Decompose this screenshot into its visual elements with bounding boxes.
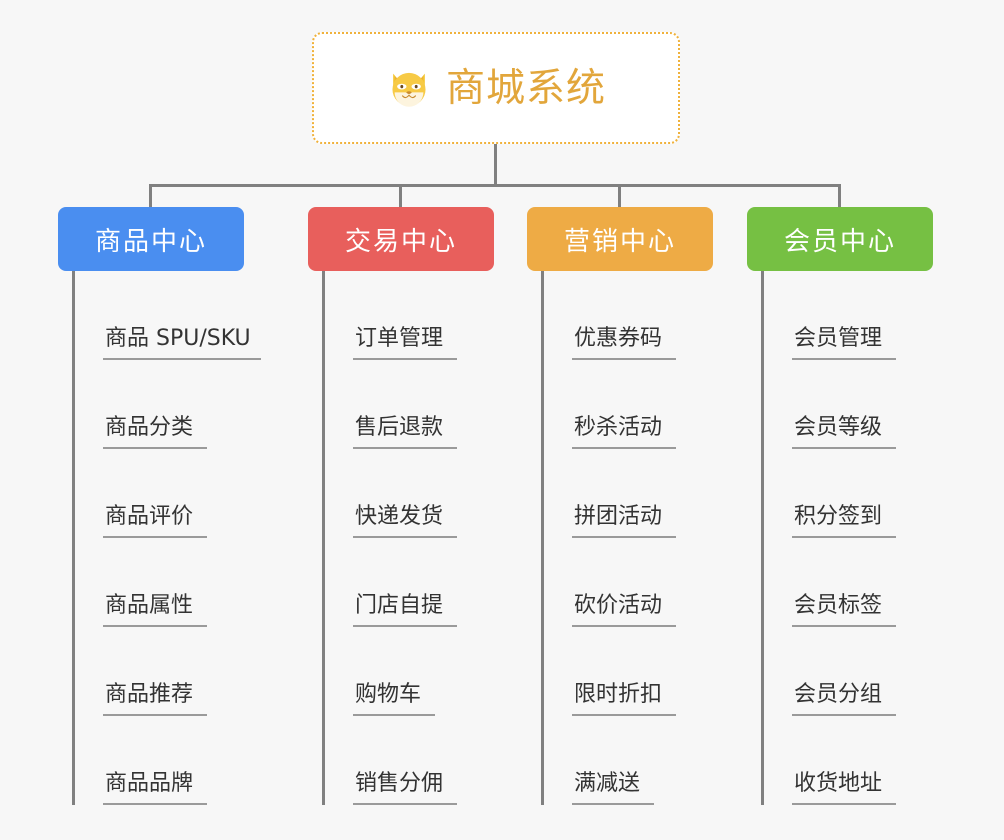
leaf-label: 商品 SPU/SKU xyxy=(103,325,261,360)
leaf-label: 积分签到 xyxy=(792,503,897,538)
leaf-label: 砍价活动 xyxy=(572,592,677,627)
connector-drop-1 xyxy=(149,184,152,209)
leaf-item[interactable]: 购物车 xyxy=(325,627,494,716)
connector-drop-2 xyxy=(399,184,402,209)
leaf-item[interactable]: 商品推荐 xyxy=(75,627,244,716)
leaf-label: 会员等级 xyxy=(792,414,897,449)
leaf-label: 会员分组 xyxy=(792,681,897,716)
leaf-label: 商品分类 xyxy=(103,414,208,449)
leaf-item[interactable]: 砍价活动 xyxy=(544,538,713,627)
leaf-item[interactable]: 会员标签 xyxy=(764,538,933,627)
leaf-item[interactable]: 收货地址 xyxy=(764,716,933,805)
leaf-label: 会员标签 xyxy=(792,592,897,627)
leaf-label: 订单管理 xyxy=(353,325,458,360)
category-header-4[interactable]: 会员中心 xyxy=(747,207,933,271)
leaf-list-3: 优惠券码 秒杀活动 拼团活动 砍价活动 限时折扣 满减送 xyxy=(541,271,713,805)
leaf-item[interactable]: 商品品牌 xyxy=(75,716,244,805)
leaf-label: 购物车 xyxy=(353,681,436,716)
leaf-label: 限时折扣 xyxy=(572,681,677,716)
leaf-item[interactable]: 商品属性 xyxy=(75,538,244,627)
leaf-item[interactable]: 商品 SPU/SKU xyxy=(75,271,261,360)
category-column-1: 商品中心 商品 SPU/SKU 商品分类 商品评价 商品属性 商品推荐 商品品牌 xyxy=(58,207,261,805)
leaf-item[interactable]: 商品评价 xyxy=(75,449,244,538)
leaf-item[interactable]: 秒杀活动 xyxy=(544,360,713,449)
leaf-item[interactable]: 售后退款 xyxy=(325,360,494,449)
leaf-label: 商品属性 xyxy=(103,592,208,627)
dog-face-icon xyxy=(386,65,432,111)
leaf-label: 商品评价 xyxy=(103,503,208,538)
leaf-label: 快递发货 xyxy=(353,503,458,538)
category-header-1[interactable]: 商品中心 xyxy=(58,207,244,271)
leaf-label: 收货地址 xyxy=(792,770,897,805)
leaf-label: 满减送 xyxy=(572,770,655,805)
leaf-item[interactable]: 会员管理 xyxy=(764,271,933,360)
leaf-label: 门店自提 xyxy=(353,592,458,627)
leaf-label: 优惠券码 xyxy=(572,325,677,360)
leaf-item[interactable]: 快递发货 xyxy=(325,449,494,538)
leaf-item[interactable]: 门店自提 xyxy=(325,538,494,627)
leaf-item[interactable]: 优惠券码 xyxy=(544,271,713,360)
leaf-label: 秒杀活动 xyxy=(572,414,677,449)
leaf-item[interactable]: 积分签到 xyxy=(764,449,933,538)
leaf-item[interactable]: 拼团活动 xyxy=(544,449,713,538)
leaf-list-4: 会员管理 会员等级 积分签到 会员标签 会员分组 收货地址 xyxy=(761,271,933,805)
connector-root-stem xyxy=(494,144,497,186)
category-header-2[interactable]: 交易中心 xyxy=(308,207,494,271)
root-title: 商城系统 xyxy=(445,65,606,111)
leaf-label: 商品品牌 xyxy=(103,770,208,805)
leaf-item[interactable]: 限时折扣 xyxy=(544,627,713,716)
leaf-label: 销售分佣 xyxy=(353,770,458,805)
root-node[interactable]: 商城系统 xyxy=(312,32,680,144)
connector-drop-4 xyxy=(838,184,841,209)
leaf-item[interactable]: 销售分佣 xyxy=(325,716,494,805)
connector-drop-3 xyxy=(618,184,621,209)
connector-horizontal-bus xyxy=(149,184,841,187)
category-column-4: 会员中心 会员管理 会员等级 积分签到 会员标签 会员分组 收货地址 xyxy=(747,207,933,805)
leaf-label: 拼团活动 xyxy=(572,503,677,538)
leaf-item[interactable]: 满减送 xyxy=(544,716,713,805)
category-header-3[interactable]: 营销中心 xyxy=(527,207,713,271)
leaf-item[interactable]: 订单管理 xyxy=(325,271,494,360)
leaf-list-1: 商品 SPU/SKU 商品分类 商品评价 商品属性 商品推荐 商品品牌 xyxy=(72,271,261,805)
leaf-item[interactable]: 会员分组 xyxy=(764,627,933,716)
leaf-label: 会员管理 xyxy=(792,325,897,360)
leaf-list-2: 订单管理 售后退款 快递发货 门店自提 购物车 销售分佣 xyxy=(322,271,494,805)
leaf-item[interactable]: 商品分类 xyxy=(75,360,244,449)
leaf-item[interactable]: 会员等级 xyxy=(764,360,933,449)
category-column-2: 交易中心 订单管理 售后退款 快递发货 门店自提 购物车 销售分佣 xyxy=(308,207,494,805)
category-column-3: 营销中心 优惠券码 秒杀活动 拼团活动 砍价活动 限时折扣 满减送 xyxy=(527,207,713,805)
leaf-label: 售后退款 xyxy=(353,414,458,449)
leaf-label: 商品推荐 xyxy=(103,681,208,716)
